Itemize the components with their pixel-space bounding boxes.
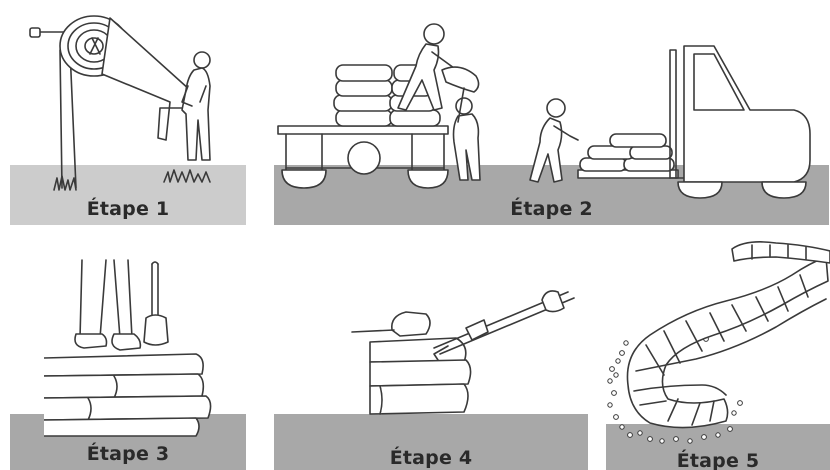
step-label: Étape 1 xyxy=(10,198,246,220)
grass-tuft xyxy=(164,170,210,182)
truck-wheel xyxy=(348,142,380,174)
step-1-panel: Étape 1 xyxy=(10,10,246,225)
step-3-panel: Étape 3 xyxy=(10,250,246,470)
step-1-illustration xyxy=(10,10,246,225)
grass-tuft xyxy=(54,176,76,190)
step-label: Étape 2 xyxy=(274,198,829,220)
axle-cap xyxy=(30,28,40,37)
stand-leg xyxy=(60,50,62,188)
tamper-tool xyxy=(144,262,168,345)
sandbag-wall xyxy=(627,242,830,428)
worker-figure xyxy=(182,52,210,160)
forklift xyxy=(670,46,810,198)
truck-wheel xyxy=(408,170,448,188)
step-2-illustration xyxy=(274,10,829,225)
worker-legs xyxy=(75,260,140,350)
step-4-panel: Étape 4 xyxy=(274,250,588,470)
fabric-strip xyxy=(102,18,190,140)
sandbag-stack xyxy=(44,354,211,436)
worker-figure xyxy=(530,99,578,182)
step-label: Étape 3 xyxy=(10,443,246,465)
sandbag-pallet xyxy=(578,134,678,178)
sandbag-stack xyxy=(352,312,471,414)
step-3-illustration xyxy=(10,250,246,470)
step-5-illustration xyxy=(606,235,830,470)
step-4-illustration xyxy=(274,250,588,470)
step-5-panel: Étape 5 xyxy=(606,235,830,470)
worker-figure xyxy=(442,67,480,180)
truck-wheel xyxy=(282,170,326,188)
truck-bed xyxy=(278,126,448,134)
step-2-panel: Étape 2 xyxy=(274,10,829,225)
step-label: Étape 5 xyxy=(606,450,830,470)
step-label: Étape 4 xyxy=(274,447,588,469)
